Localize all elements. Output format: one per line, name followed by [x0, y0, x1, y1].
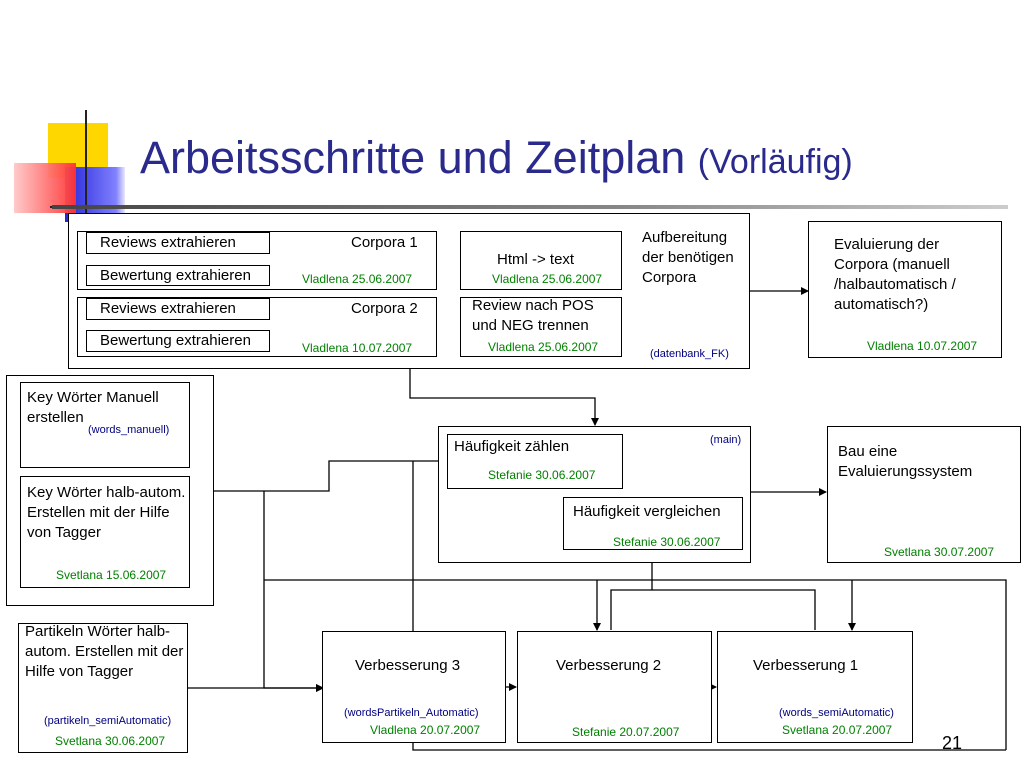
- improvement-2-date: Stefanie 20.07.2007: [572, 725, 680, 739]
- improvement-2-label: Verbesserung 2: [556, 657, 662, 674]
- particles-db: (partikeln_semiAutomatic): [44, 715, 172, 727]
- frequency-compare-label: Häufigkeit vergleichen: [573, 503, 721, 520]
- build-evaluation-label: Bau eine Evaluierungssystem: [838, 443, 973, 480]
- keywords-semi-label: Key Wörter halb-autom. Erstellen mit der…: [27, 484, 186, 541]
- corpora-2-date: Vladlena 10.07.2007: [302, 341, 413, 355]
- main-db-label: (main): [710, 434, 742, 446]
- reviews-extract-2-label: Reviews extrahieren: [100, 300, 236, 317]
- corpora-evaluation-label: Evaluierung der Corpora (manuell /halbau…: [834, 236, 956, 313]
- rating-extract-2-label: Bewertung extrahieren: [100, 332, 251, 349]
- rating-extract-2-box: [86, 330, 270, 352]
- html-to-text-date: Vladlena 25.06.2007: [492, 272, 603, 286]
- improvement-1-box: [717, 631, 913, 743]
- title-sub: (Vorläufig): [697, 143, 853, 181]
- logo-decoration: [10, 110, 150, 235]
- corpora-1-date: Vladlena 25.06.2007: [302, 272, 413, 286]
- improvement-1-label: Verbesserung 1: [753, 657, 859, 674]
- html-to-text-box: [460, 231, 622, 290]
- improvement-3-box: [322, 631, 506, 743]
- title-underline: [52, 205, 1008, 209]
- improvement-3-db: (wordsPartikeln_Automatic): [344, 707, 479, 719]
- keywords-manual-label: Key Wörter Manuell erstellen: [27, 389, 159, 426]
- reviews-extract-2-box: [86, 298, 270, 320]
- improvement-3-label: Verbesserung 3: [355, 657, 461, 674]
- corpora-evaluation-box: [808, 221, 1002, 358]
- corpora-preparation-label: Aufbereitung der benötigen Corpora: [642, 229, 734, 286]
- frequency-compare-box: [563, 497, 743, 550]
- html-to-text-label: Html -> text: [497, 251, 575, 268]
- review-split-date: Vladlena 25.06.2007: [488, 340, 599, 354]
- particles-box: [18, 623, 188, 753]
- corpora-1-label: Corpora 1: [351, 234, 418, 251]
- reviews-extract-1-box: [86, 232, 270, 254]
- keywords-semi-box: [20, 476, 190, 588]
- improvement-1-date: Svetlana 20.07.2007: [782, 723, 893, 737]
- frequency-count-label: Häufigkeit zählen: [454, 438, 570, 455]
- keywords-manual-box: [20, 382, 190, 468]
- deco-red-square: [14, 163, 76, 213]
- particles-date: Svetlana 30.06.2007: [55, 734, 166, 748]
- rating-extract-1-box: [86, 265, 270, 286]
- improvement-2-box: [517, 631, 712, 743]
- improvement-1-db: (words_semiAutomatic): [779, 707, 894, 719]
- corpora-evaluation-date: Vladlena 10.07.2007: [867, 339, 978, 353]
- frequency-count-box: [447, 434, 623, 489]
- rating-extract-1-label: Bewertung extrahieren: [100, 267, 251, 284]
- build-evaluation-box: [827, 426, 1021, 563]
- corpora-db-label: (datenbank_FK): [650, 348, 729, 360]
- keywords-manual-db: (words_manuell): [88, 424, 170, 436]
- title-main: Arbeitsschritte und Zeitplan: [140, 132, 686, 183]
- reviews-extract-1-label: Reviews extrahieren: [100, 234, 236, 251]
- review-split-box: [460, 297, 622, 357]
- slide-title: Arbeitsschritte und Zeitplan (Vorläufig): [140, 132, 853, 184]
- corpora-2-label: Corpora 2: [351, 300, 418, 317]
- build-evaluation-date: Svetlana 30.07.2007: [884, 545, 995, 559]
- keywords-semi-date: Svetlana 15.06.2007: [56, 568, 167, 582]
- frequency-count-date: Stefanie 30.06.2007: [488, 468, 596, 482]
- page-number: 21: [942, 733, 963, 753]
- review-split-label: Review nach POS und NEG trennen: [472, 297, 594, 334]
- deco-vertical-line: [85, 110, 87, 228]
- frequency-compare-date: Stefanie 30.06.2007: [613, 535, 721, 549]
- particles-label: Partikeln Wörter halb-autom. Erstellen m…: [25, 623, 184, 680]
- improvement-3-date: Vladlena 20.07.2007: [370, 723, 481, 737]
